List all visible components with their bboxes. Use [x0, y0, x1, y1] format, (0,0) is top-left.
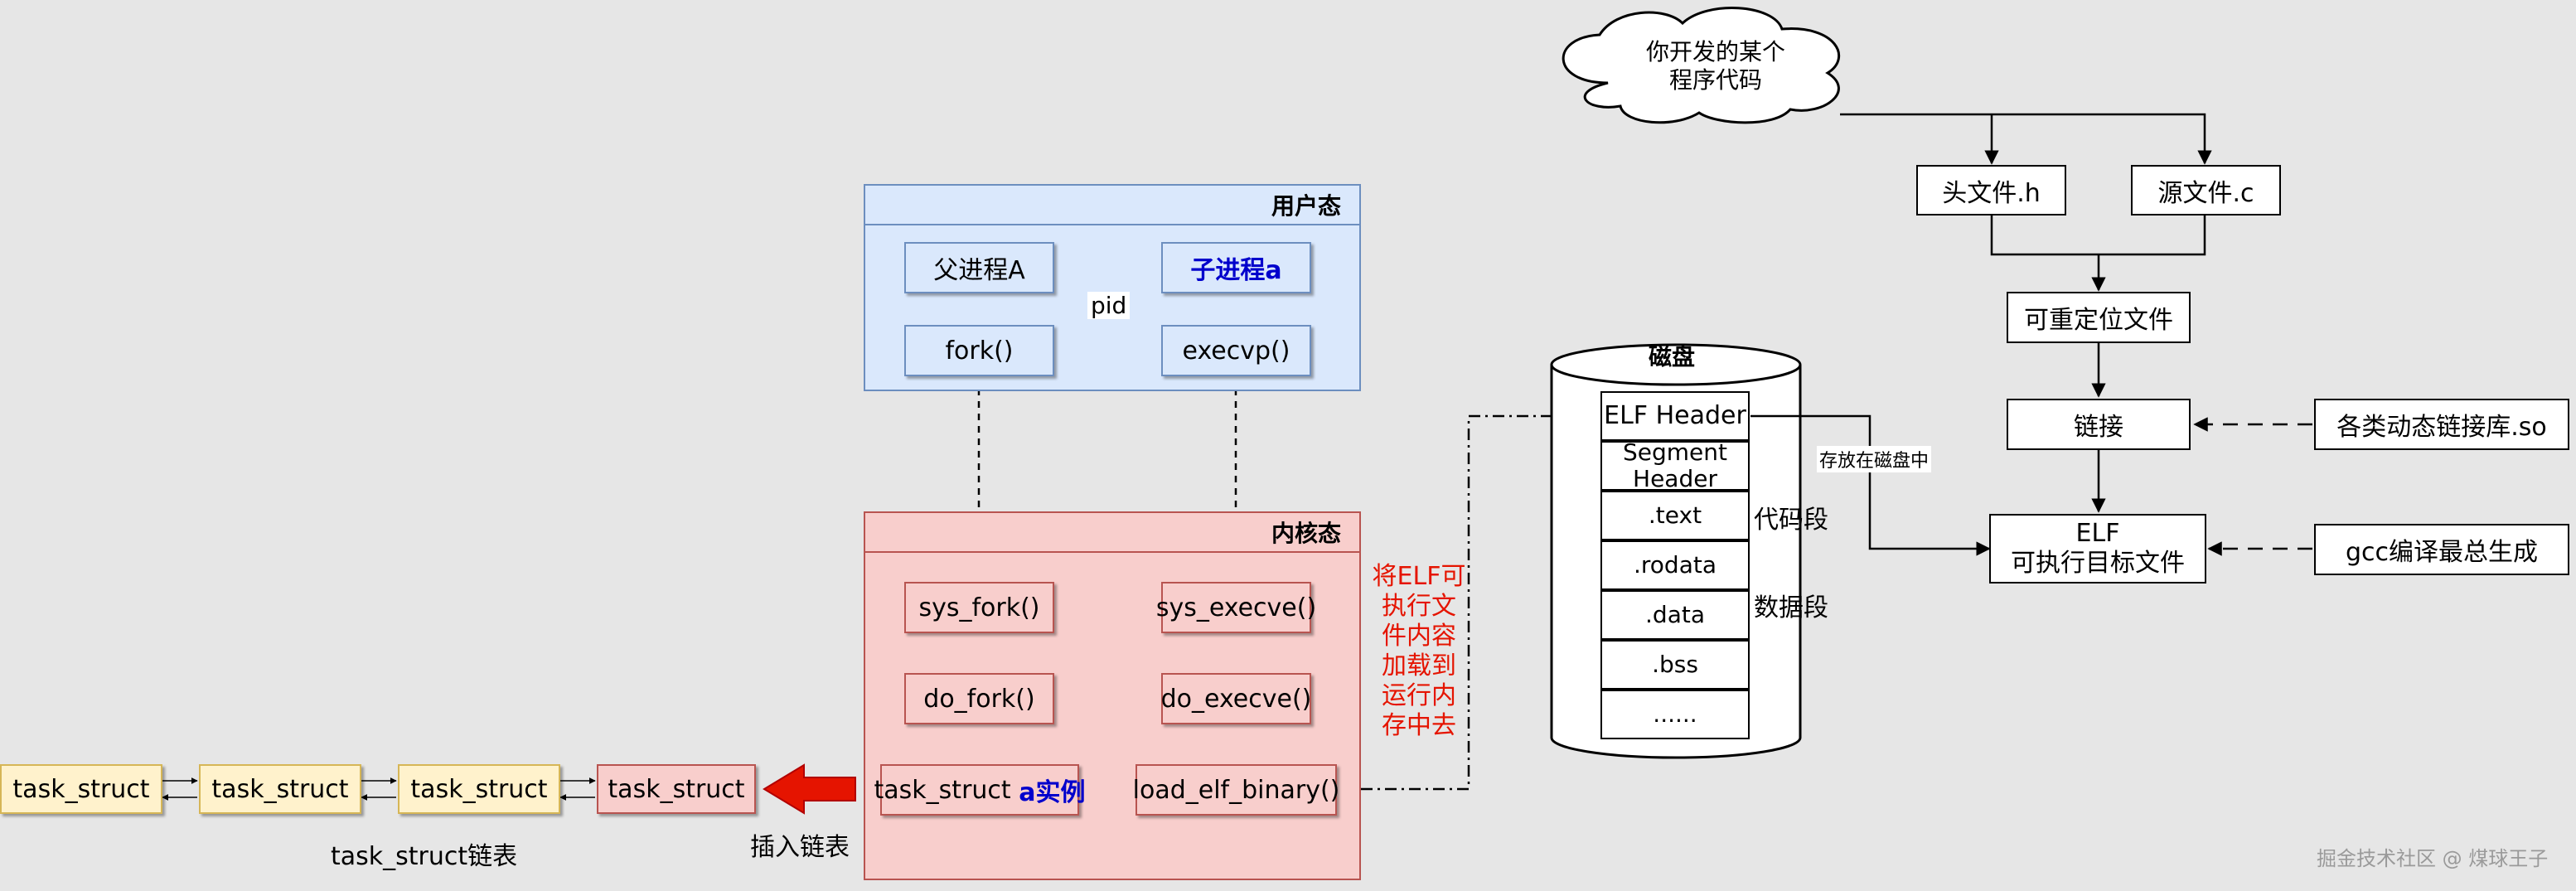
- disk-cell-elf-header[interactable]: ELF Header: [1600, 391, 1750, 441]
- kernel-space-title: 内核态: [1271, 520, 1341, 547]
- source-file-node[interactable]: 源文件.c: [2131, 165, 2281, 215]
- child-process-label: 子进程a: [1190, 256, 1282, 285]
- kernel-space-title-bar: 内核态: [864, 511, 1361, 553]
- task-struct-node-1-label: task_struct: [12, 774, 150, 804]
- source-cloud-shape: [1562, 7, 1841, 124]
- sys-execve-label: sys_execve(): [1155, 593, 1317, 622]
- watermark: 掘金技术社区 @ 煤球王子: [2317, 847, 2549, 870]
- disk-cell-bss[interactable]: .bss: [1600, 640, 1750, 690]
- user-space-title: 用户态: [1271, 192, 1341, 220]
- elf-executable-node[interactable]: ELF 可执行目标文件: [1989, 514, 2206, 584]
- arrow-load-to-elf-header: [1337, 409, 1600, 791]
- task-struct-node-3-label: task_struct: [410, 774, 548, 804]
- execvp-label: execvp(): [1182, 336, 1290, 366]
- task-struct-node-1[interactable]: task_struct: [0, 764, 162, 814]
- load-elf-binary-label: load_elf_binary(): [1132, 775, 1340, 805]
- sys-fork-node[interactable]: sys_fork(): [904, 582, 1054, 633]
- relocatable-file-label: 可重定位文件: [2024, 306, 2173, 335]
- disk-cell-data[interactable]: .data: [1600, 590, 1750, 640]
- do-fork-label: do_fork(): [923, 684, 1035, 714]
- task-list-caption: task_struct链表: [331, 842, 518, 871]
- task-struct-instance-node[interactable]: task_struct a实例: [874, 764, 1085, 816]
- gcc-label: gcc编译最总生成: [2345, 538, 2539, 567]
- insert-arrow-shape: [763, 763, 856, 815]
- disk-title: 磁盘: [1649, 343, 1696, 370]
- do-execve-node[interactable]: do_execve(): [1161, 673, 1311, 724]
- source-cloud[interactable]: 你开发的某个 程序代码: [1608, 38, 1823, 94]
- elf-executable-line-2: 可执行目标文件: [2011, 549, 2185, 578]
- disk-cell-segment-header[interactable]: Segment Header: [1600, 438, 1750, 492]
- sys-fork-label: sys_fork(): [918, 593, 1040, 622]
- source-cloud-line-2: 程序代码: [1668, 66, 1762, 94]
- source-file-label: 源文件.c: [2157, 178, 2254, 208]
- parent-process-label: 父进程A: [933, 256, 1025, 285]
- task-struct-node-new[interactable]: task_struct: [597, 764, 756, 814]
- child-process-node[interactable]: 子进程a: [1161, 242, 1311, 293]
- link-node[interactable]: 链接: [2007, 399, 2191, 450]
- header-file-label: 头文件.h: [1942, 178, 2041, 208]
- task-struct-node-2[interactable]: task_struct: [199, 764, 361, 814]
- dynamic-libs-label: 各类动态链接库.so: [2336, 413, 2547, 442]
- source-cloud-line-1: 你开发的某个: [1645, 38, 1785, 65]
- insert-arrow-icon: [764, 764, 855, 814]
- pid-label: pid: [1087, 292, 1131, 319]
- dynamic-libs-node[interactable]: 各类动态链接库.so: [2314, 399, 2569, 450]
- insert-list-label: 插入链表: [750, 833, 850, 862]
- task-struct-instance-suffix: a实例: [1019, 778, 1086, 807]
- task-struct-node-2-label: task_struct: [211, 774, 349, 804]
- do-execve-label: do_execve(): [1160, 684, 1312, 714]
- execvp-node[interactable]: execvp(): [1161, 325, 1311, 376]
- task-struct-instance-prefix: task_struct: [874, 775, 1019, 805]
- relocatable-file-node[interactable]: 可重定位文件: [2007, 292, 2191, 343]
- do-fork-node[interactable]: do_fork(): [904, 673, 1054, 724]
- gcc-node[interactable]: gcc编译最总生成: [2314, 524, 2569, 575]
- task-struct-node-new-label: task_struct: [608, 774, 745, 804]
- disk-cell-text[interactable]: .text: [1600, 491, 1750, 540]
- user-space-title-bar: 用户态: [864, 184, 1361, 225]
- fork-node[interactable]: fork(): [904, 325, 1054, 376]
- fork-label: fork(): [945, 336, 1014, 366]
- link-label: 链接: [2074, 413, 2123, 442]
- load-annotation: 将ELF可 执行文 件内容 加载到 运行内 存中去: [1372, 562, 1466, 740]
- header-file-node[interactable]: 头文件.h: [1916, 165, 2066, 215]
- code-segment-label: 代码段: [1754, 506, 1828, 535]
- disk-cell-ellipsis[interactable]: ......: [1600, 690, 1750, 739]
- parent-process-node[interactable]: 父进程A: [904, 242, 1054, 293]
- data-segment-label: 数据段: [1754, 593, 1828, 622]
- sys-execve-node[interactable]: sys_execve(): [1156, 582, 1316, 633]
- elf-executable-line-1: ELF: [2075, 519, 2120, 548]
- load-elf-binary-node[interactable]: load_elf_binary(): [1132, 764, 1340, 816]
- stored-on-disk-label: 存放在磁盘中: [1817, 446, 1932, 472]
- disk-cell-rodata[interactable]: .rodata: [1600, 540, 1750, 590]
- task-struct-node-3[interactable]: task_struct: [398, 764, 560, 814]
